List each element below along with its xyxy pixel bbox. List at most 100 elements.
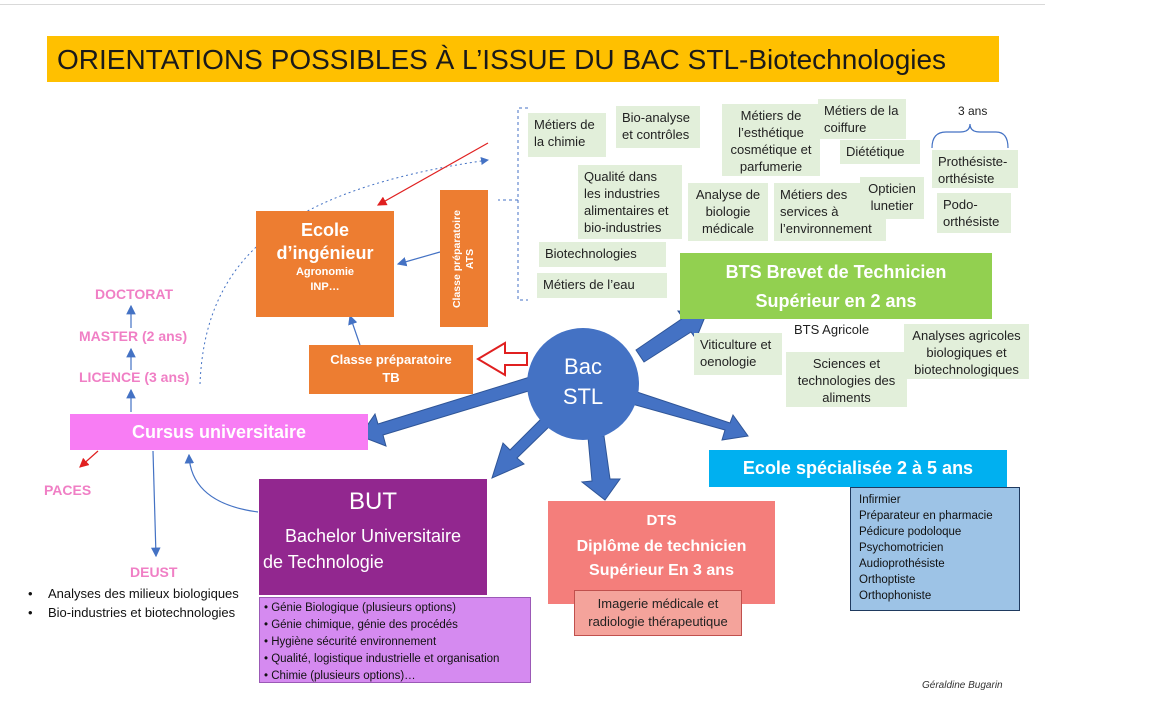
- bts-line2: Supérieur en 2 ans: [755, 291, 917, 311]
- metier-qualite-l3: alimentaires et: [584, 203, 669, 218]
- bts-analyses-l1: Analyses agricoles: [912, 328, 1021, 343]
- bts-box: BTS Brevet de Technicien Supérieur en 2 …: [680, 253, 992, 319]
- bts-sciences-l1: Sciences et: [812, 356, 881, 371]
- licence-to-metiers-curve: [199, 157, 489, 385]
- ecole-specialisee-box: Ecole spécialisée 2 à 5 ans: [709, 450, 1007, 487]
- bac-line2: STL: [562, 384, 604, 409]
- metier-services-env-l1: Métiers des: [780, 187, 848, 202]
- metier-eau-label: Métiers de l’eau: [543, 277, 635, 292]
- spec-item: Préparateur en pharmacie: [859, 510, 993, 522]
- bac-stl-node: Bac STL: [527, 328, 639, 440]
- but-line2: Bachelor Universitaire: [284, 526, 462, 546]
- metier-services-env-l3: l’environnement: [780, 221, 872, 236]
- deust-arrow: [150, 450, 161, 558]
- dts-line3: Supérieur En 3 ans: [589, 562, 734, 579]
- metier-coiffure: Métiers de la coiffure: [818, 99, 906, 139]
- metier-esthetique: Métiers de l’esthétique cosmétique et pa…: [722, 104, 820, 176]
- licence-label: LICENCE (3 ans): [79, 369, 190, 385]
- bac-line1: Bac: [564, 354, 602, 379]
- bac-to-ecole-spec-arrow: [631, 391, 749, 441]
- author-credit: Géraldine Bugarin: [922, 680, 1003, 691]
- ecole-ingenieur-line1: Ecole: [300, 220, 350, 240]
- metier-analyse-bio: Analyse de biologie médicale: [688, 183, 768, 241]
- metier-prothesiste-l1: Prothésiste-: [938, 154, 1008, 169]
- but-line3: de Technologie: [263, 552, 384, 572]
- metier-services-env-l2: services à: [780, 204, 839, 219]
- bts-analyses-l2: biologiques et: [926, 345, 1007, 360]
- bts-line1: BTS Brevet de Technicien: [725, 262, 947, 282]
- deust-label: DEUST: [130, 564, 178, 580]
- metier-qualite: Qualité dans les industries alimentaires…: [578, 165, 682, 239]
- dts-sub-l1: Imagerie médicale et: [597, 596, 719, 611]
- metier-bioanalyse-l1: Bio-analyse: [622, 110, 690, 125]
- metier-coiffure-l1: Métiers de la: [824, 103, 899, 118]
- top-rule: [0, 4, 1045, 5]
- bts-analyses-agricoles: Analyses agricoles biologiques et biotec…: [904, 324, 1029, 379]
- deust-list: Analyses des milieux biologiques Bio-ind…: [28, 584, 268, 622]
- red-arrow-ecole: [376, 142, 489, 206]
- but-item: • Génie Biologique (plusieurs options): [264, 602, 456, 614]
- ats-to-ecole-arrow: [396, 251, 441, 267]
- bts-viticulture: Viticulture et oenologie: [694, 333, 782, 375]
- metier-opticien: Opticien lunetier: [860, 177, 924, 219]
- metier-podo-l2: orthésiste: [943, 214, 1000, 229]
- doctorat-label: DOCTORAT: [95, 286, 174, 302]
- metier-bioanalyse: Bio-analyse et contrôles: [616, 106, 700, 148]
- metier-prothesiste: Prothésiste- orthésiste: [932, 150, 1018, 188]
- classe-tb-box: Classe préparatoire TB: [309, 345, 473, 394]
- bts-analyses-l3: biotechnologiques: [914, 362, 1019, 377]
- metier-biotech: Biotechnologies: [539, 242, 666, 267]
- spec-item: Orthoptiste: [859, 574, 916, 586]
- spec-item: Pédicure podoloque: [859, 526, 962, 538]
- dts-line2: Diplôme de technicien: [576, 538, 747, 555]
- deust-item: Analyses des milieux biologiques: [28, 584, 268, 603]
- metier-analyse-bio-l1: Analyse de: [695, 187, 761, 202]
- bts-sciences-l3: aliments: [822, 390, 871, 405]
- metier-dietetique-label: Diététique: [846, 144, 905, 159]
- but-specialties-list: • Génie Biologique (plusieurs options) •…: [259, 597, 531, 683]
- bts-sciences: Sciences et technologies des aliments: [786, 352, 907, 407]
- spec-item: Psychomotricien: [859, 542, 944, 554]
- metier-chimie: Métiers de la chimie: [528, 113, 606, 157]
- classe-tb-line1: Classe préparatoire: [330, 352, 452, 367]
- ecole-ingenieur-sub2: INP…: [310, 281, 340, 293]
- dts-box: DTS Diplôme de technicien Supérieur En 3…: [548, 501, 775, 604]
- bac-to-dts-arrow: [580, 435, 621, 501]
- paces-label: PACES: [44, 482, 92, 498]
- metier-eau: Métiers de l’eau: [537, 273, 667, 298]
- metier-biotech-label: Biotechnologies: [545, 246, 637, 261]
- metier-prothesiste-l2: orthésiste: [938, 171, 995, 186]
- but-item: • Hygiène sécurité environnement: [264, 636, 437, 648]
- dts-imagerie-box: Imagerie médicale et radiologie thérapeu…: [574, 590, 742, 636]
- metier-qualite-l1: Qualité dans: [584, 169, 657, 184]
- ecole-ingenieur-line2: d’ingénieur: [276, 243, 374, 263]
- deust-item: Bio-industries et biotechnologies: [28, 603, 268, 622]
- bts-viticulture-l2: oenologie: [700, 354, 757, 369]
- dts-sub-l2: radiologie thérapeutique: [588, 614, 728, 629]
- master-label: MASTER (2 ans): [79, 328, 188, 344]
- metier-esthetique-l2: l’esthétique: [738, 125, 804, 140]
- metier-opticien-l2: lunetier: [870, 198, 914, 213]
- but-item: • Qualité, logistique industrielle et or…: [264, 653, 500, 665]
- ecole-specialisee-list: Infirmier Préparateur en pharmacie Pédic…: [850, 487, 1020, 611]
- metier-qualite-l4: bio-industries: [584, 220, 662, 235]
- three-years-label: 3 ans: [958, 104, 988, 118]
- but-item: • Chimie (plusieurs options)…: [264, 670, 416, 682]
- page-title: ORIENTATIONS POSSIBLES À L’ISSUE DU BAC …: [47, 36, 999, 82]
- bts-sciences-l2: technologies des: [797, 373, 896, 388]
- metier-chimie-l2: la chimie: [534, 134, 586, 149]
- metier-bioanalyse-l2: et contrôles: [622, 127, 690, 142]
- metier-coiffure-l2: coiffure: [824, 120, 867, 135]
- ecole-ingenieur-box: Ecole d’ingénieur Agronomie INP…: [256, 211, 394, 317]
- dts-line1: DTS: [646, 512, 677, 529]
- metier-opticien-l1: Opticien: [868, 181, 916, 196]
- but-to-cursus-curve: [184, 453, 259, 513]
- bts-viticulture-l1: Viticulture et: [700, 337, 772, 352]
- metier-esthetique-l1: Métiers de: [740, 108, 802, 123]
- metiers-bracket: [517, 107, 528, 301]
- classe-ats-box: Classe préparatoire ATS: [440, 190, 488, 327]
- but-item: • Génie chimique, génie des procédés: [264, 619, 458, 631]
- metier-podo-l1: Podo-: [943, 197, 978, 212]
- metier-podo: Podo- orthésiste: [937, 193, 1011, 233]
